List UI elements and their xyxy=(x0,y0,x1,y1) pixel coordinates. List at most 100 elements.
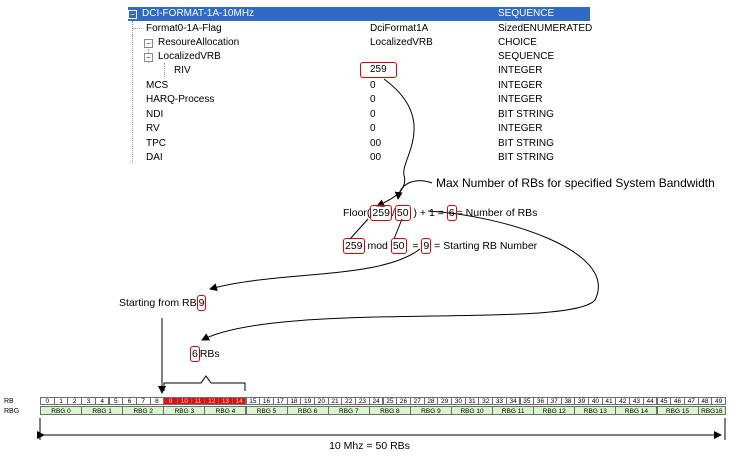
rb-cell: 23 xyxy=(355,397,370,405)
tree-row-value: 0 xyxy=(370,80,376,91)
rbg-cell: RBG 10 xyxy=(451,406,494,415)
tree-row-riv[interactable]: RIV 259 INTEGER xyxy=(128,62,590,78)
rb-cell: 36 xyxy=(533,397,548,405)
floor-result-box: 6 xyxy=(446,205,457,221)
tree-row-type: INTEGER xyxy=(498,65,543,76)
rb-cell: 48 xyxy=(697,397,713,405)
tree-row-name: HARQ-Process xyxy=(146,94,215,105)
collapse-icon[interactable]: − xyxy=(128,10,137,19)
rb-cell: 18 xyxy=(286,397,302,405)
rb-cell: 19 xyxy=(300,397,315,405)
tree-row-type: SEQUENCE xyxy=(498,8,555,19)
line-50-to-mod xyxy=(393,218,403,240)
bandwidth-caption: 10 Mhz = 50 RBs xyxy=(329,440,410,452)
rb-cell: 41 xyxy=(601,397,617,405)
arrow-mod-to-start xyxy=(209,248,421,292)
floor-equation: Floor(259/50 ) + 1 = 6= Number of RBs xyxy=(343,205,537,221)
rbg-row-label: RBG xyxy=(4,408,20,415)
tree-row-name: Format0-1A-Flag xyxy=(146,23,222,34)
rb-cell: 43 xyxy=(629,397,644,405)
rb-cell: 3 xyxy=(81,397,96,405)
rbs-count-box: 6 xyxy=(190,346,200,362)
rbg-cell: RBG 7 xyxy=(327,406,370,415)
tree-row-name: MCS xyxy=(146,80,169,91)
rb-cell: 22 xyxy=(341,397,357,405)
rb-cell: 17 xyxy=(272,397,288,405)
rbg-cell: RBG16 xyxy=(697,406,726,415)
rbg-cell: RBG 11 xyxy=(492,406,535,415)
rb-row-label: RB xyxy=(4,398,14,405)
rb-cell: 30 xyxy=(451,397,466,405)
collapse-icon[interactable]: − xyxy=(144,53,153,62)
mod-max-box: 50 xyxy=(390,238,407,254)
rbg-cell: RBG 14 xyxy=(615,406,658,415)
rb-cell: 39 xyxy=(574,397,589,405)
riv-value-box: 259 xyxy=(360,62,397,78)
mod-word: mod xyxy=(367,240,388,252)
mod-equation: 259 mod 50 = 9 = Starting RB Number xyxy=(343,238,537,254)
tree-row-type: INTEGER xyxy=(498,80,543,91)
floor-slash: / xyxy=(391,207,395,219)
mod-riv-box: 259 xyxy=(343,238,365,254)
rbg-cell: RBG 6 xyxy=(286,406,329,415)
rb-cell: 35 xyxy=(519,397,535,405)
rb-cell: 0 xyxy=(40,397,55,405)
tree-row-type: SEQUENCE xyxy=(498,51,555,62)
floor-max-box: 50 xyxy=(394,205,411,221)
rbg-cell: RBG 5 xyxy=(245,406,288,415)
rb-cell: 27 xyxy=(409,397,425,405)
rb-cell: 42 xyxy=(615,397,631,405)
floor-riv-box: 259 xyxy=(370,205,392,221)
tree-row-name: TPC xyxy=(146,138,166,149)
rb-cell-allocated: 9 xyxy=(163,397,178,405)
rb-cell: 38 xyxy=(560,397,576,405)
rbs-brace xyxy=(163,375,246,391)
tree-row-name: RV xyxy=(146,123,160,134)
rb-cell-allocated: 10 xyxy=(177,397,192,405)
rb-cell: 4 xyxy=(94,397,110,405)
rbg-cell: RBG 8 xyxy=(368,406,411,415)
rb-cell-allocated: 11 xyxy=(190,397,206,405)
rb-cell: 47 xyxy=(683,397,699,405)
tree-row-name: RIV xyxy=(174,65,191,76)
tree-row-value: 00 xyxy=(370,138,382,149)
mod-result-box: 9 xyxy=(421,238,432,254)
tree-row-mcs[interactable]: MCS 0 INTEGER xyxy=(128,79,590,93)
arrow-max-to-50 xyxy=(394,180,433,200)
rb-cell: 2 xyxy=(67,397,83,405)
rb-cell: 25 xyxy=(382,397,398,405)
rb-cell: 20 xyxy=(314,397,329,405)
tree-row-type: BIT STRING xyxy=(498,109,554,120)
rb-cell: 44 xyxy=(642,397,658,405)
rb-cell-allocated: 14 xyxy=(231,397,247,405)
arrow-6-to-rbs xyxy=(201,210,599,341)
rb-cell: 32 xyxy=(478,397,494,405)
rb-cell: 8 xyxy=(149,397,165,405)
rb-cell: 26 xyxy=(396,397,411,405)
rb-cell: 5 xyxy=(108,397,124,405)
collapse-icon[interactable]: − xyxy=(144,39,153,48)
floor-prefix: Floor( xyxy=(343,207,371,219)
rb-cell-allocated: 12 xyxy=(204,397,220,405)
tree-guide xyxy=(132,28,142,29)
start-rb-box: 9 xyxy=(196,295,207,311)
tree-row-type: CHOICE xyxy=(498,37,537,48)
tree-row-name: ResoureAllocation xyxy=(158,37,240,48)
rbs-suffix: RBs xyxy=(199,348,220,360)
tree-row-value: 0 xyxy=(370,94,376,105)
rb-cell: 33 xyxy=(492,397,507,405)
tree-row-name: DAI xyxy=(146,152,163,163)
rb-cell: 28 xyxy=(423,397,439,405)
